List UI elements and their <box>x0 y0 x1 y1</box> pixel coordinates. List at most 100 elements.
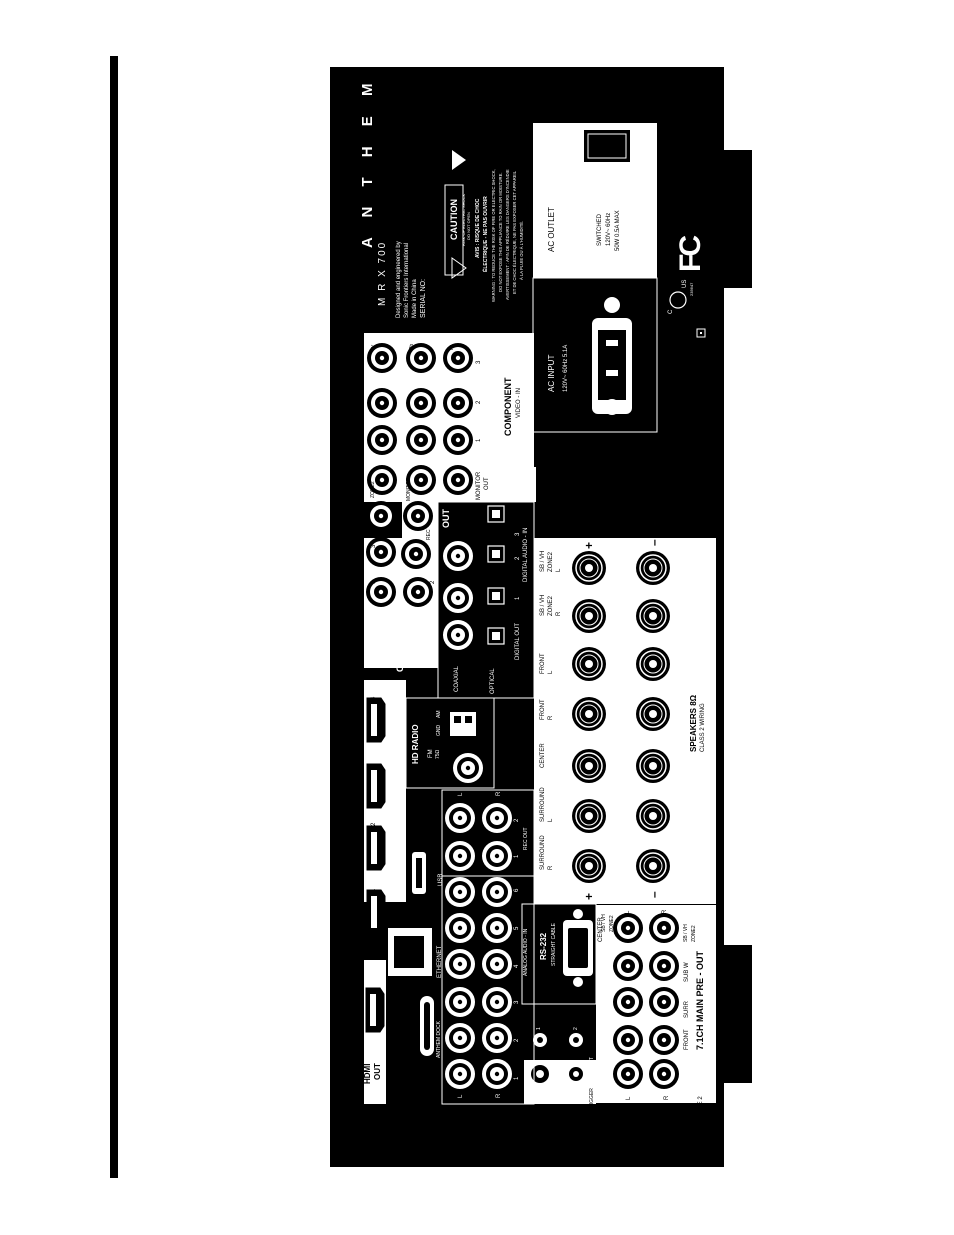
composite-jack-pin <box>415 513 421 519</box>
component-jack-pin <box>379 437 385 443</box>
digital-num-2: 2 <box>515 556 521 560</box>
brand-origin: Made in China <box>412 279 418 318</box>
preout-jack-l-pin <box>625 1071 631 1077</box>
analog-num-4: 4 <box>514 964 520 968</box>
csa-number: 235647 <box>689 282 694 296</box>
analog-in-jack-r-pin <box>494 1035 500 1041</box>
preout-jack-l-pin <box>625 999 631 1005</box>
preout-zone2: ZONE 2 <box>698 1096 704 1118</box>
analog-in-jack-r-pin <box>494 1071 500 1077</box>
speaker-channel-label: ZONE2 <box>548 595 554 616</box>
preout-l-top: L <box>625 910 631 914</box>
chassis-mount-tab <box>722 945 752 1083</box>
monitor-out-label: MONITOR <box>476 471 482 500</box>
speaker-terminal-positive-ring-inner <box>579 704 599 724</box>
composite-jack-pin <box>378 513 384 519</box>
ac-outlet-switched: SWITCHED <box>597 214 603 246</box>
component-jack-pin <box>379 400 385 406</box>
speaker-terminal-negative-ring-inner <box>643 806 663 826</box>
caution-title: CAUTION <box>449 199 459 240</box>
speaker-minus-top: – <box>647 539 661 546</box>
preout-jack-l-pin <box>625 963 631 969</box>
speaker-channel-label: FRONT <box>540 699 546 720</box>
trigger-jack-hole <box>573 1071 579 1077</box>
analog-in-jack-l-pin <box>457 1071 463 1077</box>
hdmi-in-num-2: 2 <box>371 822 377 826</box>
rec-out-r: R <box>496 791 502 796</box>
speaker-channel-label: FRONT <box>540 653 546 674</box>
preout-jack-r-pin <box>661 1071 667 1077</box>
optical-in-1-door[interactable] <box>487 587 505 605</box>
speaker-terminal-negative-ring <box>639 700 667 728</box>
hdmi-in-title: HDMI <box>385 797 394 818</box>
component-jack-pin <box>455 437 461 443</box>
brand-logo: A N T H E M <box>359 75 376 248</box>
rec-out-num-2: 2 <box>514 818 520 822</box>
digital-audio-in-label: DIGITAL AUDIO - IN <box>523 527 529 582</box>
speaker-terminal-negative-hole <box>649 812 657 820</box>
speaker-terminal-negative-hole <box>649 564 657 572</box>
speaker-terminal-positive-ring <box>575 650 603 678</box>
rs232-screw <box>573 909 583 919</box>
speaker-terminal-negative-hole <box>649 710 657 718</box>
speaker-terminal-positive-ring-inner <box>579 558 599 578</box>
ac-input-screw <box>604 399 620 415</box>
rs232-port-cavity <box>568 928 588 968</box>
composite-rec-label: REC <box>426 529 432 540</box>
hdmi-in-port-slot <box>371 896 377 928</box>
ac-outlet-socket-frame <box>587 133 627 159</box>
model-name: M R X 700 <box>377 240 388 306</box>
optical-out-window <box>492 632 500 640</box>
ethernet-port-cavity <box>394 936 424 968</box>
speaker-terminal-negative-ring <box>639 852 667 880</box>
rec-out-l: L <box>458 792 464 796</box>
optical-in-3-door[interactable] <box>487 505 505 523</box>
trigger-label: +12V TRIGGER <box>589 1088 595 1124</box>
speaker-terminal-negative-ring <box>639 554 667 582</box>
hdmi-in-num-1: 1 <box>371 888 377 892</box>
speaker-terminal-negative-ring-inner <box>643 558 663 578</box>
optical-label: OPTICAL <box>490 668 496 694</box>
ac-outlet-socket[interactable] <box>584 130 630 162</box>
speaker-terminal-positive-ring-inner <box>579 856 599 876</box>
speaker-terminal-negative-ring-inner <box>643 704 663 724</box>
shock-warning-icon <box>451 257 467 279</box>
speaker-terminal-positive-hole <box>585 660 593 668</box>
caution-line-2: DO NOT OPEN <box>466 212 471 240</box>
speaker-terminal-negative-ring <box>639 602 667 630</box>
avis-line-1: AVIS : RISQUE DE CHOC <box>475 198 481 258</box>
component-title: COMPONENT <box>503 377 513 437</box>
ac-input-screw <box>604 297 620 313</box>
speaker-terminal-positive-ring <box>575 802 603 830</box>
analog-in-jack-l-pin <box>457 961 463 967</box>
speaker-terminal-negative-ring-inner <box>643 654 663 674</box>
analog-in-jack-l-pin <box>457 999 463 1005</box>
am-terminal-block[interactable] <box>450 712 476 736</box>
preout-title: 7.1CH MAIN PRE - OUT <box>695 950 705 1050</box>
preout-jack-r-pin <box>661 963 667 969</box>
optical-out-door[interactable] <box>487 627 505 645</box>
speaker-channel-label: R <box>548 715 554 720</box>
fcc-logo: FC <box>674 238 707 272</box>
preout-r-top: R <box>662 909 668 914</box>
rec-out-label: REC OUT <box>523 827 529 851</box>
preout-r-bottom: R <box>664 1095 670 1100</box>
speaker-channel-label: L <box>556 568 562 572</box>
composite-jack-pin <box>378 549 384 555</box>
component-jack-pin <box>455 400 461 406</box>
analog-num-5: 5 <box>514 926 520 930</box>
component-jack-pin <box>455 355 461 361</box>
coaxial-label: COAXIAL <box>454 665 460 692</box>
composite-jack-pin <box>415 589 421 595</box>
speaker-channel-label: R <box>556 611 562 616</box>
csa-sp: SP <box>681 294 686 300</box>
composite-monitor-label: MONITOR <box>406 477 412 501</box>
speaker-terminal-negative-ring-inner <box>643 856 663 876</box>
component-pr-label: Pr <box>449 345 455 350</box>
warning-line-3: AVERTISSEMENT : AFIN DE RÉDUIRE LES DANG… <box>505 169 510 300</box>
speaker-terminal-positive-ring <box>575 602 603 630</box>
hdmi-out-port-slot <box>370 994 376 1026</box>
optical-in-3-window <box>492 510 500 518</box>
caution-label-box <box>444 184 464 276</box>
optical-in-2-door[interactable] <box>487 545 505 563</box>
